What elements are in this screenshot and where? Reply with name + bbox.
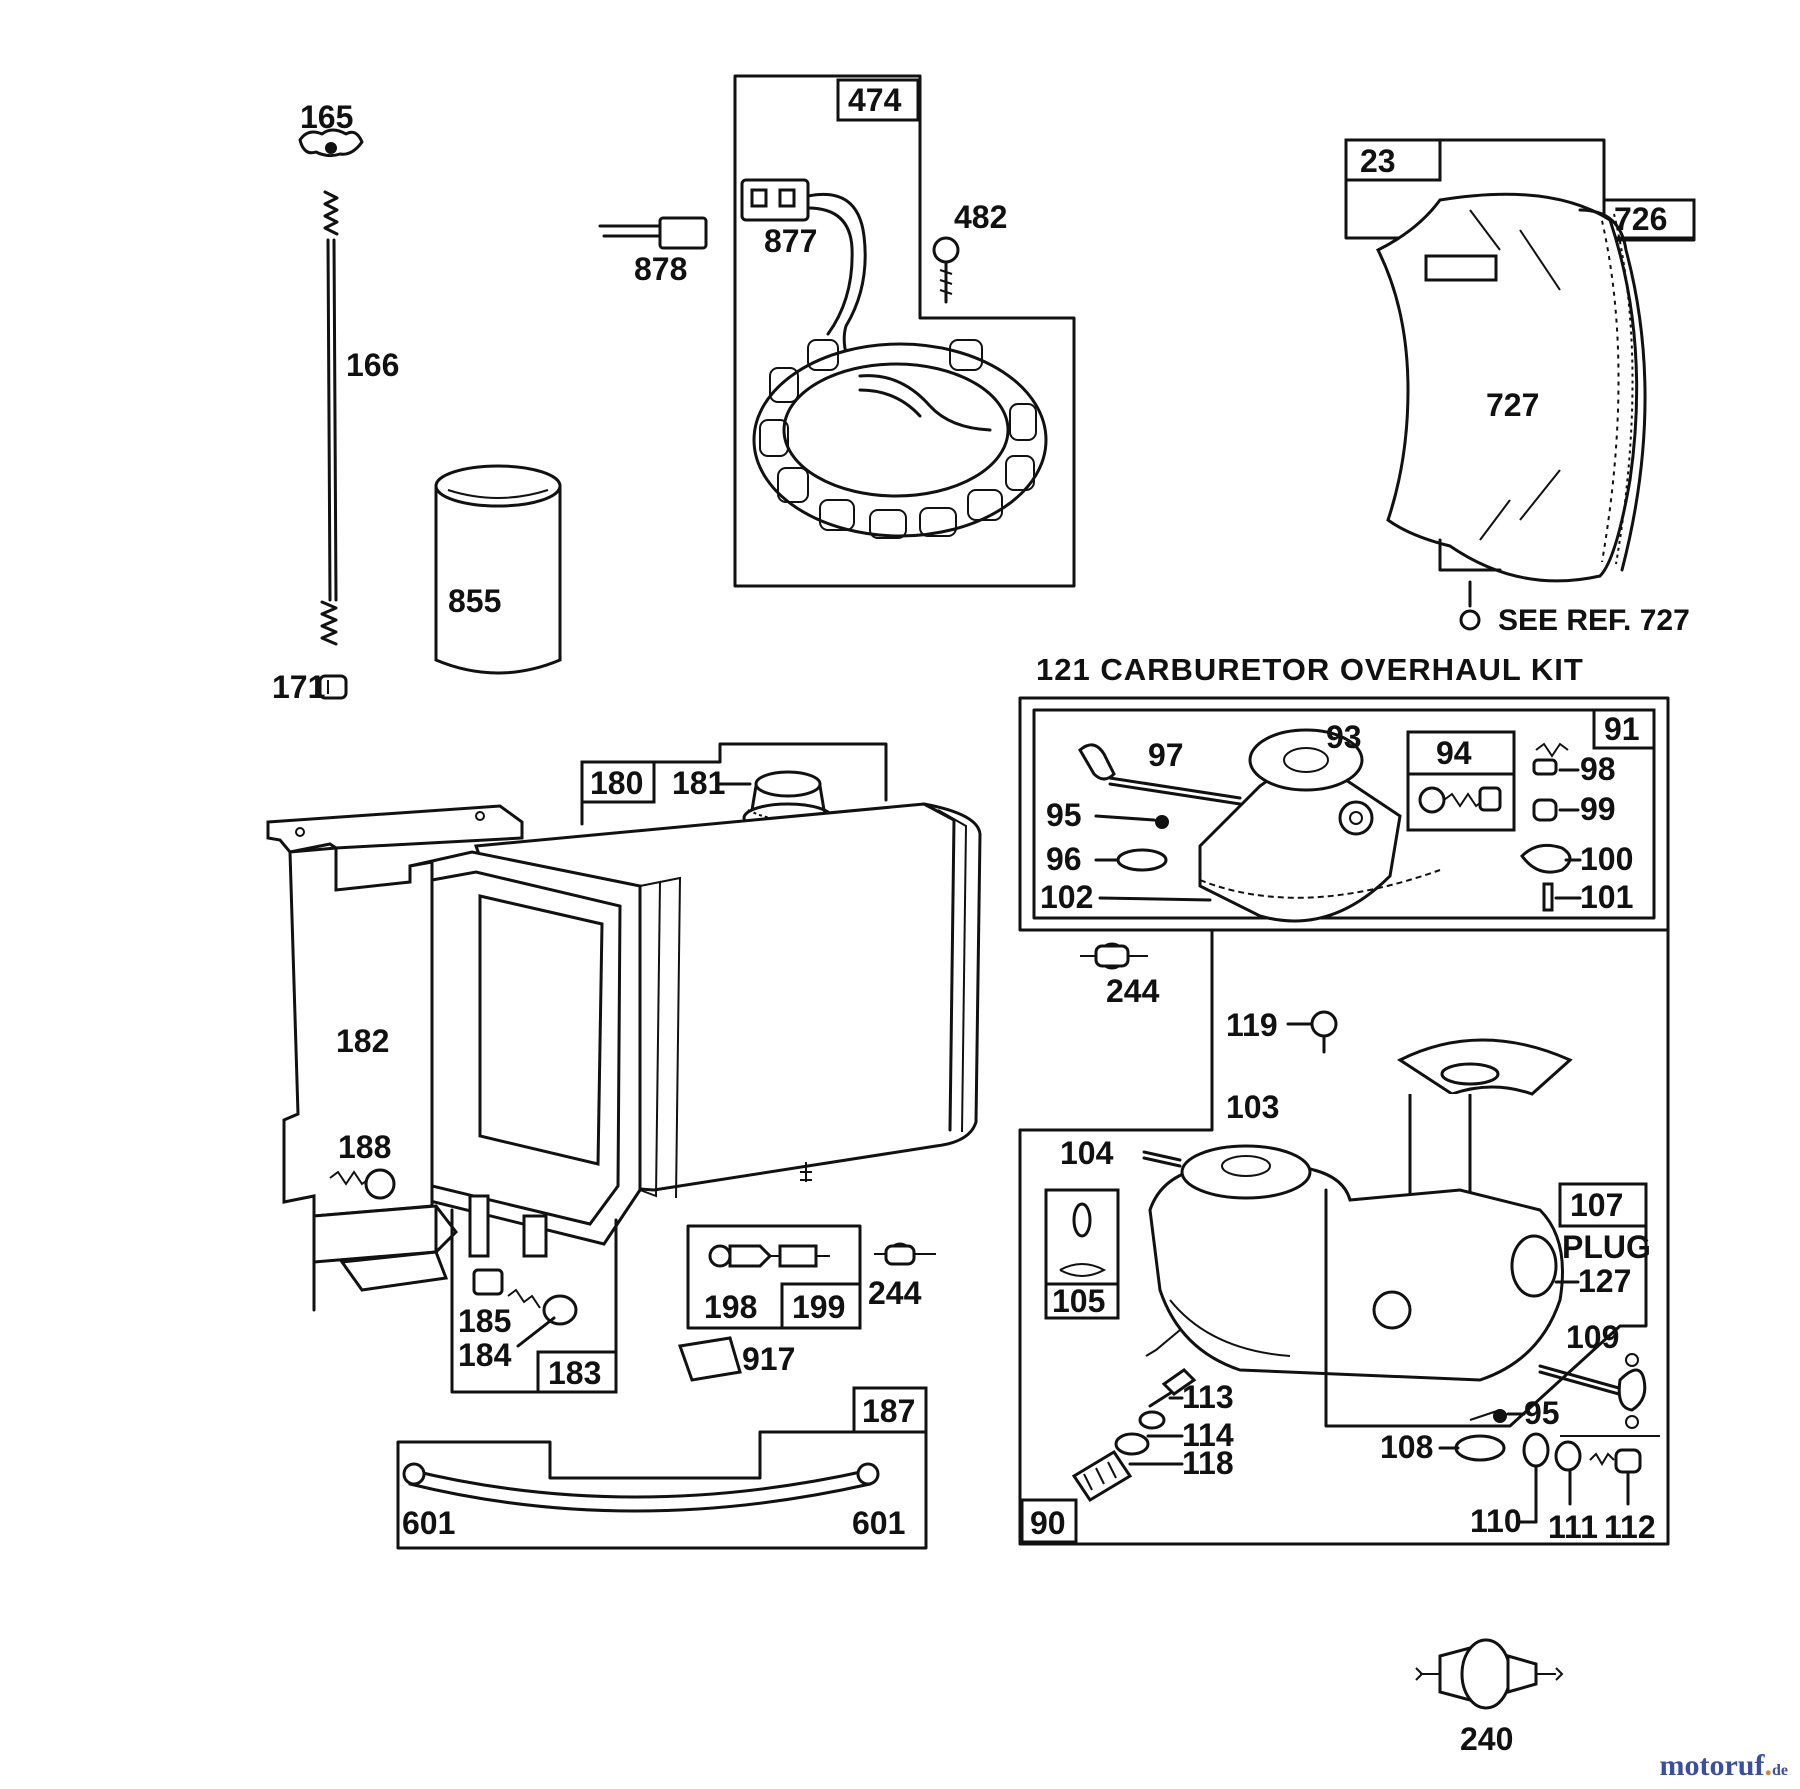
label-110: 110 <box>1470 1503 1522 1539</box>
label-95b: 95 <box>1524 1395 1560 1431</box>
label-see-ref-727: SEE REF. 727 <box>1498 604 1690 637</box>
screw-see-ref <box>1459 580 1481 631</box>
carb-body-main <box>1145 1038 1573 1382</box>
label-878: 878 <box>634 251 687 287</box>
filter-855 <box>434 464 562 675</box>
label-113: 113 <box>1182 1379 1234 1415</box>
carburetor-kit-title: 121 CARBURETOR OVERHAUL KIT <box>1036 652 1584 687</box>
screw-188 <box>329 1168 396 1200</box>
label-100: 100 <box>1580 841 1633 877</box>
kit-parts-98-101 <box>1520 742 1572 912</box>
label-118: 118 <box>1182 1445 1234 1481</box>
label-111: 111 <box>1548 1509 1598 1545</box>
label-244a: 244 <box>1106 973 1160 1009</box>
nut-171 <box>318 674 348 700</box>
label-917: 917 <box>742 1341 795 1377</box>
label-96: 96 <box>1046 841 1082 877</box>
parts-108-95b <box>1438 1409 1526 1462</box>
carb-body-93 <box>1198 728 1441 923</box>
screw-482 <box>932 236 960 304</box>
label-102: 102 <box>1040 879 1093 915</box>
label-180: 180 <box>590 765 643 801</box>
clip-917 <box>677 1336 742 1382</box>
label-877: 877 <box>764 223 817 259</box>
fuel-line-187 <box>396 1386 928 1550</box>
label-199: 199 <box>792 1289 845 1325</box>
connector-878 <box>598 216 708 250</box>
label-105: 105 <box>1052 1283 1105 1319</box>
kit-box-91 <box>1018 696 1670 932</box>
label-91: 91 <box>1604 711 1640 747</box>
label-plug: PLUG <box>1562 1229 1651 1265</box>
label-109: 109 <box>1566 1319 1619 1355</box>
rod-166 <box>320 190 339 646</box>
label-90: 90 <box>1030 1505 1066 1541</box>
pin-104 <box>1142 1150 1182 1168</box>
label-94: 94 <box>1436 735 1472 771</box>
parts-110-112 <box>1518 1432 1642 1524</box>
screw-95a <box>1155 815 1169 829</box>
connector-877 <box>740 178 867 378</box>
label-474: 474 <box>848 82 902 118</box>
label-97: 97 <box>1148 737 1184 773</box>
label-103: 103 <box>1226 1089 1279 1125</box>
label-127: 127 <box>1578 1263 1631 1299</box>
label-107: 107 <box>1570 1187 1623 1223</box>
label-726: 726 <box>1614 201 1667 237</box>
fitting-244b <box>874 1242 936 1266</box>
label-601a: 601 <box>402 1505 455 1541</box>
label-182: 182 <box>336 1023 389 1059</box>
label-112: 112 <box>1604 1509 1656 1545</box>
label-114: 114 <box>1182 1417 1234 1453</box>
needle-109 <box>1538 1353 1647 1429</box>
needle-97 <box>1078 743 1242 806</box>
plug-box-107 <box>1324 1182 1648 1428</box>
watermark-logo: motoruf.de <box>1659 1749 1788 1782</box>
fuel-tank <box>408 802 982 1246</box>
wing-nut-165 <box>298 128 364 158</box>
label-240: 240 <box>1460 1721 1513 1757</box>
bracket-474 <box>733 74 1076 588</box>
label-165: 165 <box>300 99 353 135</box>
label-198: 198 <box>704 1289 757 1325</box>
parts-105 <box>1059 1202 1107 1277</box>
label-601b: 601 <box>852 1505 905 1541</box>
tank-box-180 <box>580 742 888 826</box>
label-98: 98 <box>1580 751 1616 787</box>
fuel-filter-240 <box>1415 1638 1564 1710</box>
label-23: 23 <box>1360 143 1396 179</box>
gasket-96 <box>1116 848 1168 872</box>
fitting-244a <box>1080 942 1148 970</box>
bracket-box-183 <box>450 1194 618 1394</box>
label-727: 727 <box>1486 387 1539 423</box>
jet-parts-113-118 <box>1071 1368 1197 1503</box>
tank-bracket-182 <box>266 804 524 1312</box>
label-188: 188 <box>338 1129 391 1165</box>
fittings-box-198-199 <box>686 1224 862 1330</box>
screw-119 <box>1310 1010 1338 1054</box>
label-119: 119 <box>1226 1007 1278 1043</box>
label-181: 181 <box>672 765 725 801</box>
label-482: 482 <box>954 199 1007 235</box>
spring-94 <box>1418 786 1502 814</box>
label-104: 104 <box>1060 1135 1114 1171</box>
label-855: 855 <box>448 583 501 619</box>
label-187: 187 <box>862 1393 915 1429</box>
alternator-stator <box>752 339 1048 539</box>
label-171: 171 <box>272 669 325 705</box>
label-185: 185 <box>458 1303 511 1339</box>
label-166: 166 <box>346 347 399 383</box>
label-101: 101 <box>1580 879 1633 915</box>
label-183: 183 <box>548 1355 601 1391</box>
label-93: 93 <box>1326 719 1362 755</box>
label-108: 108 <box>1380 1429 1433 1465</box>
label-244b: 244 <box>868 1275 922 1311</box>
label-95a: 95 <box>1046 797 1082 833</box>
flywheel-727 <box>1375 192 1647 583</box>
label-184: 184 <box>458 1337 512 1373</box>
label-99: 99 <box>1580 791 1616 827</box>
